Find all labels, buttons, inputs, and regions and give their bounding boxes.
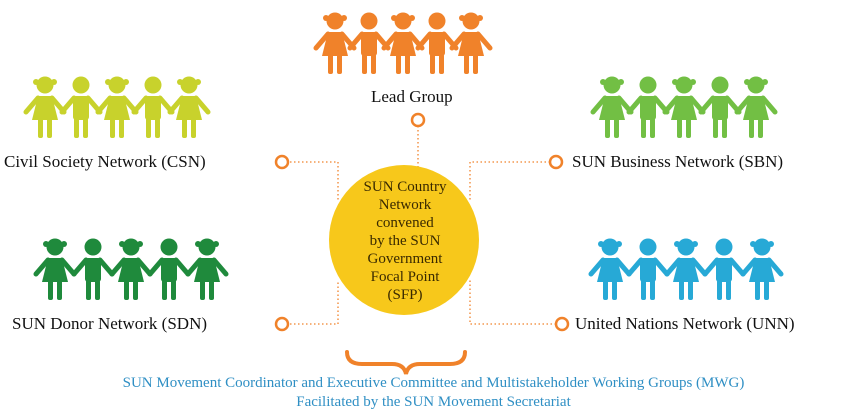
person-icon [698,76,742,138]
person-icon [147,238,191,300]
person-icon [347,12,391,74]
sun-donor-network-label: SUN Donor Network (SDN) [12,314,208,333]
civil-society-network-label: Civil Society Network (CSN) [4,152,206,171]
connector-line [290,161,339,200]
person-icon [33,238,77,300]
center-label: SUN Country Network convened by the SUN … [330,178,480,304]
person-icon [626,238,670,300]
footer-line-2: Facilitated by the SUN Movement Secretar… [296,394,571,410]
center-label-line: Network [378,197,432,213]
connector-line [290,280,339,325]
center-label-line: Focal Point [370,269,440,285]
person-icon [109,238,153,300]
person-chain-icon [23,76,211,138]
ring-node-icon [274,154,290,170]
ring-node-icon [274,316,290,332]
person-icon [23,76,67,138]
united-nations-network-label: United Nations Network (UNN) [575,314,795,333]
person-icon [702,238,746,300]
person-icon [664,238,708,300]
person-icon [740,238,784,300]
sun-business-network-label: SUN Business Network (SBN) [572,152,784,171]
person-icon [590,76,634,138]
connector-line [469,161,550,200]
center-label-line: by the SUN [369,233,441,249]
people-groups [23,12,784,300]
ring-node-icon [554,316,570,332]
person-chain-icon [313,12,493,74]
person-icon [59,76,103,138]
person-icon [449,12,493,74]
curly-brace-icon [345,350,467,375]
person-icon [185,238,229,300]
center-label-line: (SFP) [387,287,423,303]
center-label-line: Government [367,251,443,267]
footer-caption: SUN Movement Coordinator and Executive C… [0,374,867,412]
person-chain-icon [33,238,229,300]
person-icon [167,76,211,138]
ring-node-icon [410,112,426,128]
center-label-line: convened [376,215,434,231]
person-icon [662,76,706,138]
person-icon [734,76,778,138]
person-icon [381,12,425,74]
connector-lines [290,126,556,325]
person-icon [626,76,670,138]
person-chain-icon [588,238,784,300]
person-icon [588,238,632,300]
person-icon [415,12,459,74]
connector-line [469,280,556,325]
center-circle [329,165,479,315]
footer-line-1: SUN Movement Coordinator and Executive C… [122,375,745,391]
person-icon [95,76,139,138]
person-chain-icon [590,76,778,138]
person-icon [313,12,357,74]
connector-nodes [274,112,570,332]
lead-group-label: Lead Group [371,87,453,106]
center-label-line: SUN Country [363,179,447,195]
person-icon [71,238,115,300]
person-icon [131,76,175,138]
ring-node-icon [548,154,564,170]
